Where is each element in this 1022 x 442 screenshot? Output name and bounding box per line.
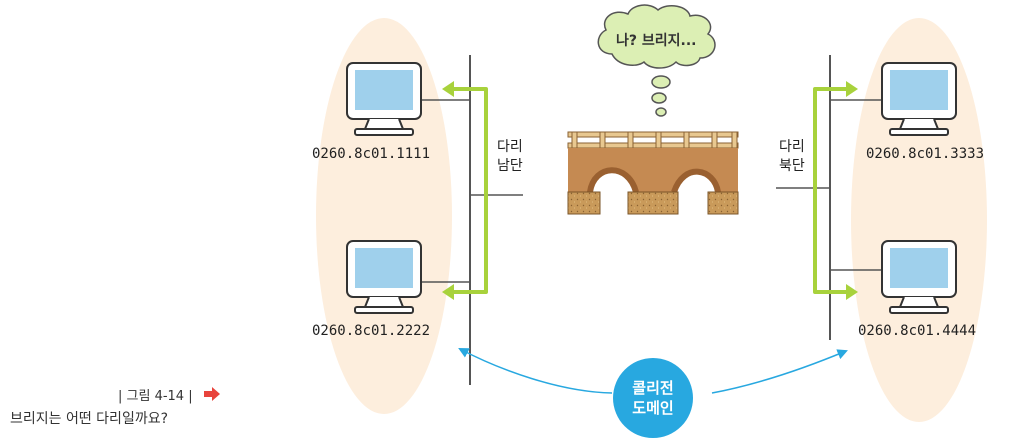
collision-domain-line-2: 도메인 bbox=[632, 399, 674, 417]
thought-bubble-text: 나? 브리지... bbox=[616, 33, 697, 49]
host-address-bottom-left: 0260.8c01.2222 bbox=[312, 323, 431, 339]
collision-arrow-left bbox=[458, 348, 613, 394]
host-address-top-left: 0260.8c01.1111 bbox=[312, 146, 431, 162]
left-traffic-arrow bbox=[450, 87, 488, 294]
right-arrowhead-bottom bbox=[846, 284, 858, 300]
thought-cloud-icon bbox=[597, 4, 716, 117]
arrow-right-icon bbox=[204, 387, 220, 401]
bridge-north-label: 다리 북단 bbox=[779, 138, 805, 176]
bridge-south-line-1: 다리 bbox=[497, 139, 523, 155]
left-arrowhead-bottom bbox=[442, 284, 454, 300]
computer-icon bbox=[346, 62, 422, 136]
host-address-bottom-right: 0260.8c01.4444 bbox=[858, 323, 977, 339]
figure-caption: 브리지는 어떤 다리일까요? bbox=[10, 411, 169, 427]
collision-domain-line-1: 콜리전 bbox=[632, 379, 674, 397]
right-arrowhead-top bbox=[846, 81, 858, 97]
collision-domain-badge: 콜리전 도메인 bbox=[613, 358, 693, 438]
bridge-north-line-1: 다리 bbox=[779, 139, 805, 155]
bridge-north-line-2: 북단 bbox=[779, 158, 805, 174]
bridge-south-line-2: 남단 bbox=[497, 158, 523, 174]
computer-icon bbox=[881, 62, 957, 136]
figure-number: | 그림 4-14 | bbox=[118, 389, 193, 404]
host-address-top-right: 0260.8c01.3333 bbox=[866, 146, 985, 162]
bridge-icon bbox=[567, 131, 739, 215]
computer-icon bbox=[881, 240, 957, 314]
left-arrowhead-top bbox=[442, 81, 454, 97]
right-traffic-arrow bbox=[813, 87, 848, 294]
computer-icon bbox=[346, 240, 422, 314]
bridge-south-label: 다리 남단 bbox=[497, 138, 523, 176]
collision-arrow-right bbox=[711, 349, 848, 394]
